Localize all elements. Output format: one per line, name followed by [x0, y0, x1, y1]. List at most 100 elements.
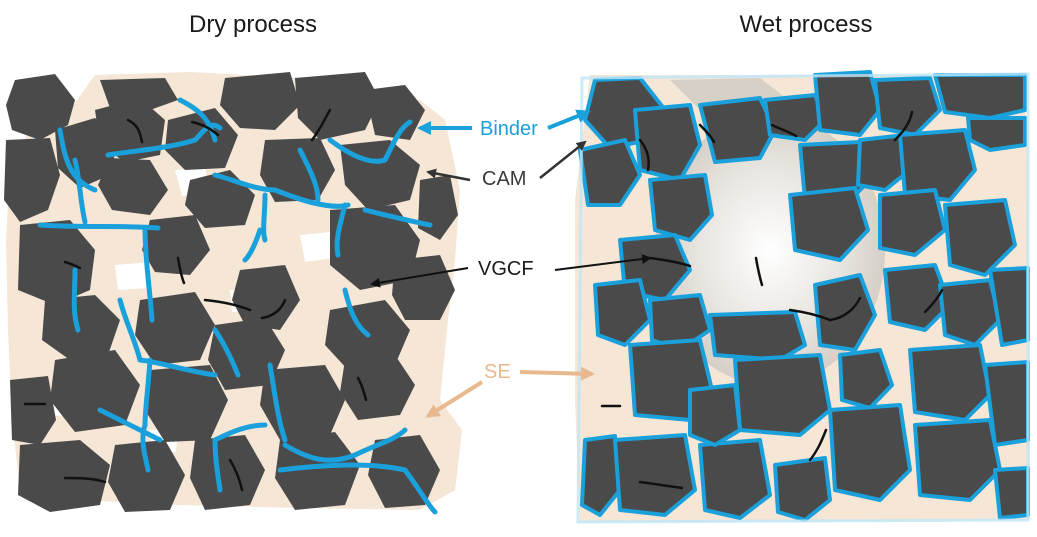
- vgcf-fiber: [648, 256, 692, 268]
- cam-particle: [633, 103, 702, 182]
- vgcf-fiber: [63, 476, 107, 484]
- binder-arrow-right: [547, 109, 591, 130]
- title-wet-process: Wet process: [740, 11, 873, 38]
- cam-particle: [698, 96, 777, 164]
- label-cam: CAM: [482, 168, 526, 190]
- vgcf-fiber: [310, 108, 332, 142]
- cam-particle: [938, 278, 1002, 347]
- binder-fiber: [142, 225, 155, 323]
- cam-particle: [873, 76, 942, 137]
- vgcf-arrow-left: [370, 267, 469, 288]
- cam-particle: [135, 292, 215, 365]
- binder-fiber: [140, 422, 151, 473]
- cam-particle: [838, 348, 894, 410]
- cam-arrow-left: [426, 168, 471, 182]
- vgcf-fiber: [828, 296, 862, 322]
- vgcf-fiber: [638, 480, 684, 490]
- title-dry-process: Dry process: [189, 11, 317, 38]
- binder-fiber: [97, 407, 163, 443]
- binder-fiber: [402, 467, 438, 515]
- cam-particle: [220, 72, 300, 130]
- binder-fiber: [137, 357, 218, 378]
- cam-particle: [4, 138, 60, 222]
- cam-particle: [578, 138, 642, 207]
- vgcf-fiber: [923, 288, 944, 314]
- binder-fiber: [277, 462, 408, 473]
- binder-fiber: [72, 157, 88, 225]
- cam-particle: [898, 128, 977, 202]
- cam-particle: [98, 158, 168, 215]
- cam-particle: [698, 438, 772, 520]
- cam-particle: [943, 198, 1017, 277]
- cam-particle: [165, 108, 238, 170]
- cam-particle: [190, 435, 265, 510]
- cam-particle: [295, 72, 380, 140]
- binder-fiber: [267, 362, 288, 443]
- vgcf-fiber: [638, 138, 650, 172]
- cam-particle: [340, 355, 415, 420]
- vgcf-fiber: [228, 458, 244, 492]
- cam-particle: [648, 173, 714, 242]
- binder-fiber: [282, 442, 358, 463]
- binder-fiber: [142, 357, 153, 428]
- wet-cam-particles: [578, 70, 1030, 522]
- binder-fiber: [105, 137, 198, 158]
- vgcf-fiber: [126, 118, 144, 144]
- cam-particle: [95, 98, 165, 162]
- binder-fiber: [212, 172, 278, 193]
- wet-process-panel: [575, 70, 1030, 524]
- cam-particle: [708, 310, 807, 362]
- cam-particle: [145, 365, 228, 442]
- vgcf-fiber: [754, 256, 764, 287]
- binder-fiber: [37, 222, 161, 231]
- vgcf-fiber: [698, 123, 716, 144]
- cam-particle: [913, 418, 1002, 502]
- se-arrow-right: [519, 366, 595, 381]
- binder-fiber: [117, 297, 143, 363]
- vgcf-fiber: [770, 123, 798, 138]
- binder-fiber: [261, 192, 268, 243]
- binder-fiber: [71, 267, 81, 333]
- label-binder: Binder: [480, 118, 538, 140]
- dry-process-panel: [4, 72, 462, 515]
- binder-fiber: [352, 427, 408, 458]
- cam-particle: [733, 353, 832, 437]
- wet-vgcf-fibers: [600, 110, 944, 490]
- vgcf-fiber: [893, 110, 914, 142]
- binder-fiber: [212, 327, 241, 378]
- cam-particle: [828, 403, 912, 502]
- cam-particle: [50, 350, 140, 432]
- dry-vgcf-fibers: [23, 108, 368, 492]
- cam-particle: [933, 73, 1027, 120]
- vgcf-fiber: [356, 376, 368, 402]
- binder-fiber: [57, 127, 98, 193]
- cam-particle: [365, 85, 425, 140]
- label-se: SE: [484, 361, 511, 383]
- cam-particle: [993, 466, 1030, 520]
- vgcf-fiber: [808, 428, 828, 462]
- labels-and-arrows: Binder CAM VGCF SE: [370, 109, 652, 418]
- cam-particle: [613, 433, 697, 517]
- cam-particle: [100, 78, 178, 110]
- dry-binder-fibers: [37, 97, 438, 515]
- cam-particle: [6, 74, 75, 140]
- cam-particle: [593, 278, 652, 347]
- cam-particle: [788, 186, 870, 262]
- cam-particle: [813, 273, 877, 352]
- binder-fiber: [382, 119, 413, 163]
- vgcf-fiber: [63, 260, 82, 270]
- cam-particle: [908, 343, 992, 422]
- binder-fiber: [212, 437, 223, 493]
- vgcf-fiber: [203, 298, 252, 312]
- cam-arrow-right: [539, 140, 587, 179]
- cam-particle: [688, 383, 742, 447]
- cam-particle: [966, 116, 1027, 152]
- vgcf-fiber: [190, 120, 220, 137]
- binder-fiber: [362, 207, 433, 228]
- se-arrow-left: [425, 380, 484, 418]
- cam-particle: [42, 295, 120, 360]
- cam-particle: [878, 188, 947, 257]
- binder-fiber: [242, 227, 263, 263]
- cam-particle: [813, 70, 882, 137]
